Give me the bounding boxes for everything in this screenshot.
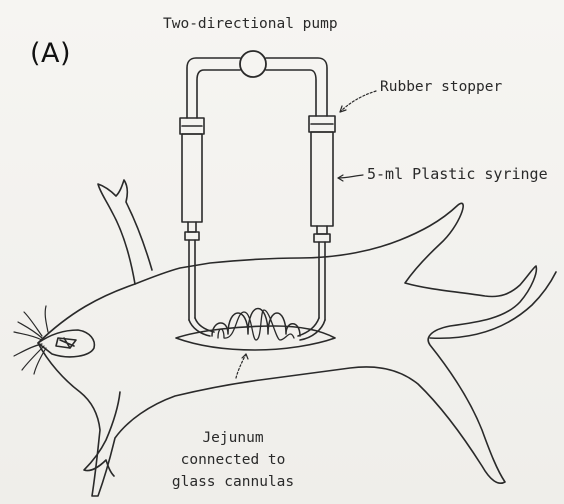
panel-label: (A) [30,38,71,69]
rat-tail [430,272,556,338]
jejunum-label-line-1: Jejunum [168,427,298,449]
rat-front-leg-lower [84,392,120,476]
syringe-label: 5-ml Plastic syringe [367,165,548,183]
right-syringe [309,116,335,320]
jejunum-arrow [236,354,246,378]
jejunum-label-line-3: glass cannulas [168,471,298,493]
left-syringe [180,118,204,320]
jejunum-label: Jejunum connected to glass cannulas [168,427,298,493]
jejunum-loops [212,309,300,337]
stopper-arrow [340,91,376,112]
rubber-stopper-label: Rubber stopper [380,79,502,95]
rat-front-leg-upper [98,180,152,284]
pump-circle [240,51,266,77]
pump-label: Two-directional pump [163,16,338,32]
tubing-top [187,58,240,118]
jejunum-label-line-2: connected to [168,449,298,471]
